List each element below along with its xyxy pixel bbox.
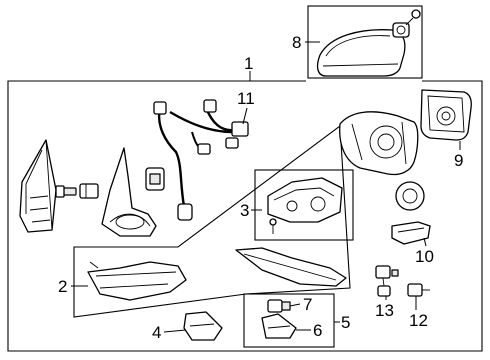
cover-screw-part [405,9,421,26]
puddle-lamp-cover-part [183,311,223,341]
callout-9: 9 [454,151,463,170]
callout-7: 7 [303,295,312,314]
leader-10 [423,237,427,247]
connector-13-part [375,265,399,297]
mirror-cover-part [316,29,406,77]
callout-13: 13 [375,301,394,320]
lower-trim-part [87,261,187,301]
leader-11 [242,107,248,125]
cover-clip-part [392,22,410,38]
sail-connector-part [145,167,165,191]
callout-11: 11 [237,89,255,108]
lamp-box-frame [243,293,335,348]
callout-10: 10 [415,247,434,266]
leader-4 [163,329,187,333]
motor-screw-part [269,218,277,234]
subassembly-frame-diagonal [73,124,351,318]
mirror-motor-part [267,177,343,223]
callout-6: 6 [313,321,322,340]
base-trim-part [235,247,347,287]
leader-7 [289,303,301,307]
callout-2: 2 [58,277,67,296]
lamp-bracket-part [391,221,431,245]
callout-5: 5 [341,313,350,332]
callout-3: 3 [240,201,249,220]
base-bolt-part [55,185,77,198]
mirror-housing-part [339,111,419,176]
lamp-socket-part [267,299,291,313]
mirror-glass-part [420,89,472,141]
mirror-sail-part [101,147,157,237]
mirror-base-part [19,139,57,233]
callout-1: 1 [244,54,253,73]
callout-8: 8 [292,33,301,52]
connector-12-part [407,283,430,297]
side-lamp-part [395,181,425,211]
callout-12: 12 [409,311,428,330]
motor-box-frame [254,169,354,241]
wiring-harness-part [153,99,249,221]
main-assembly-frame [7,80,483,352]
callout-4: 4 [152,323,161,342]
puddle-lamp-part [261,313,297,339]
base-clip-part [79,183,99,199]
